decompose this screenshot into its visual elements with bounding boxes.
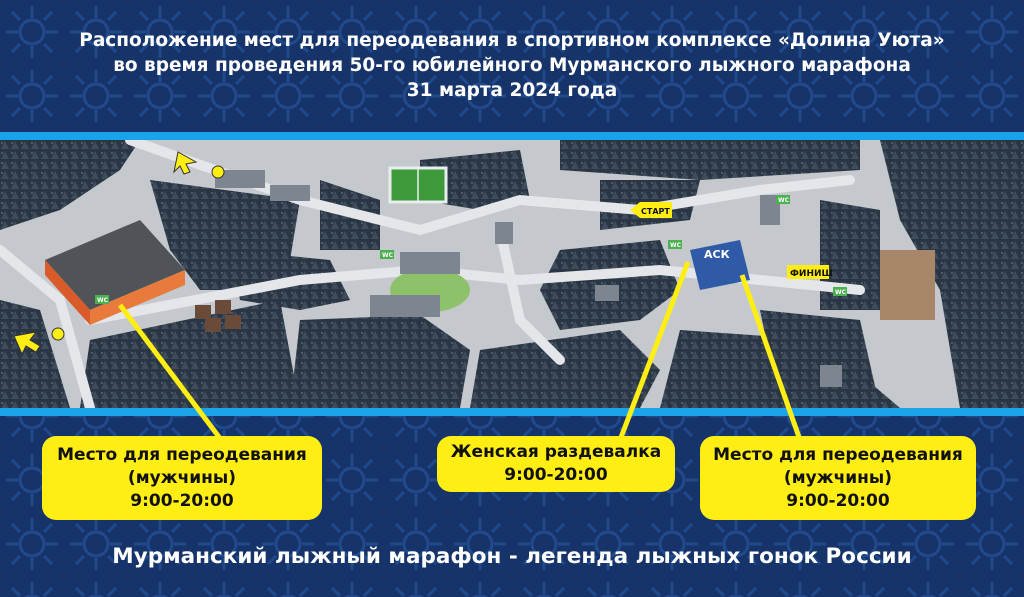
callout-time: 9:00-20:00 [130, 490, 234, 511]
svg-text:WC: WC [97, 297, 109, 304]
svg-text:WC: WC [382, 252, 394, 259]
wc-marker: WC [776, 195, 790, 204]
footer-slogan: Мурманский лыжный марафон - легенда лыжн… [112, 544, 912, 569]
callout-title: Место для переодевания [57, 444, 307, 465]
venue-map: АСК ФИНИШ СТАРТ WC WC WC WC WC [0, 140, 1024, 408]
callout-title: Женская раздевалка [450, 442, 662, 462]
finish-label: ФИНИШ [790, 269, 833, 279]
finish-sign: ФИНИШ [787, 265, 833, 279]
callout-women: Женская раздевалка 9:00-20:00 [437, 436, 675, 492]
callout-time: 9:00-20:00 [786, 490, 890, 511]
top-stripe [0, 132, 1024, 140]
header-line-3: 31 марта 2024 года [406, 80, 618, 101]
svg-text:WC: WC [835, 289, 847, 296]
svg-text:WC: WC [670, 242, 682, 249]
callout-men-left: Место для переодевания (мужчины) 9:00-20… [42, 436, 322, 520]
ask-building: АСК [690, 240, 750, 290]
bottom-stripe [0, 408, 1024, 416]
callout-men-right: Место для переодевания (мужчины) 9:00-20… [700, 436, 976, 520]
entrance-arrow-icon [173, 151, 225, 179]
wc-marker: WC [833, 287, 847, 296]
callout-subtitle: (мужчины) [783, 467, 893, 488]
football-field [388, 166, 448, 204]
svg-text:WC: WC [778, 197, 790, 204]
wc-marker: WC [668, 240, 682, 249]
ask-label: АСК [704, 248, 730, 261]
start-label: СТАРТ [641, 207, 670, 216]
header-line-2: во время проведения 50-го юбилейного Мур… [113, 55, 911, 76]
wc-marker: WC [95, 295, 109, 304]
sports-hall [45, 220, 185, 325]
header-title: Расположение мест для переодевания в спо… [0, 28, 1024, 103]
stands [880, 250, 935, 320]
callout-subtitle: (мужчины) [127, 467, 237, 488]
entrance-arrow-icon [13, 327, 65, 356]
start-sign: СТАРТ [630, 202, 672, 218]
header-line-1: Расположение мест для переодевания в спо… [79, 30, 945, 51]
callout-time: 9:00-20:00 [504, 465, 608, 485]
wc-marker: WC [380, 250, 394, 259]
callout-title: Место для переодевания [713, 444, 963, 465]
